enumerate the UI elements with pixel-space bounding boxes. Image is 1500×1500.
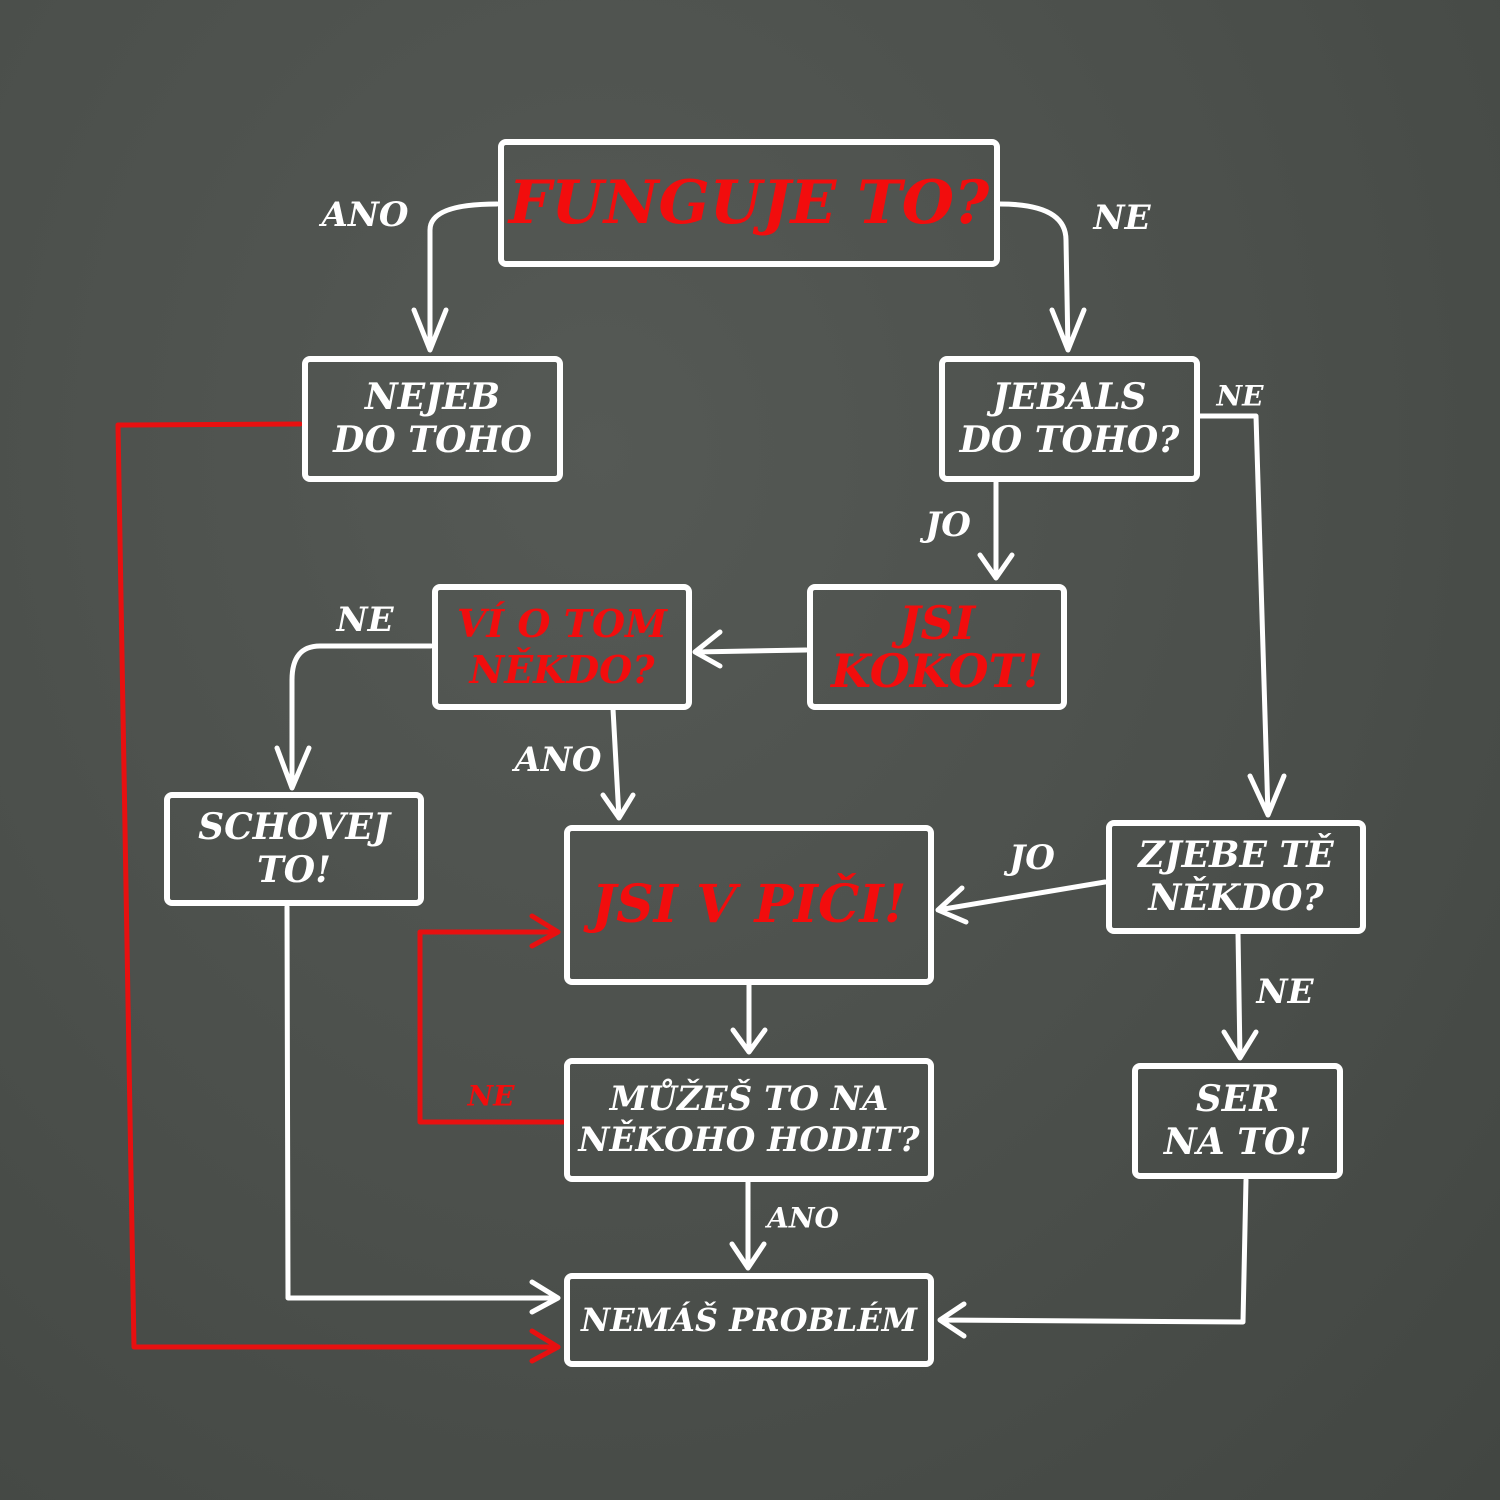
box-ser-na-to: SER NA TO!	[1132, 1063, 1343, 1179]
box-nejeb: NEJEB DO TOHO	[302, 356, 563, 482]
arrow-zjebe-ne	[1221, 930, 1259, 1061]
box-nemas-problem: NEMÁŠ PROBLÉM	[564, 1273, 934, 1367]
arrow-vi-ano	[600, 706, 636, 821]
label-vi-ne: NE	[336, 600, 394, 640]
label-zjebe-jo: JO	[1009, 838, 1055, 878]
label-muzes-ano: ANO	[767, 1201, 839, 1235]
box-zjebe: ZJEBE TĚ NĚKDO?	[1106, 820, 1366, 934]
arrow-kokot-vi	[692, 629, 809, 669]
arrow-zjebe-jo	[935, 879, 1108, 925]
label-zjebe-ne: NE	[1256, 972, 1314, 1012]
label-start-ne: NE	[1093, 198, 1151, 238]
arrow-jebals-ne	[1197, 413, 1287, 818]
box-jsi-kokot: JSI KOKOT!	[807, 584, 1067, 710]
label-start-ano: ANO	[321, 195, 409, 235]
arrow-pici-muzes	[730, 982, 768, 1055]
arrow-start-ne	[997, 201, 1087, 353]
arrow-jebals-jo	[977, 479, 1015, 581]
arrow-schovej-nemas	[284, 904, 561, 1315]
box-schovej: SCHOVEJ TO!	[164, 792, 424, 906]
arrow-muzes-ano	[729, 1178, 767, 1271]
arrow-vi-ne	[274, 643, 434, 791]
arrow-nejeb-nemas	[115, 421, 561, 1364]
arrow-ser-nemas	[937, 1177, 1249, 1339]
arrow-muzes-ne	[417, 913, 566, 1125]
label-jebals-ne: NE	[1216, 379, 1264, 413]
arrow-start-ano	[411, 201, 500, 353]
label-muzes-ne: NE	[467, 1079, 515, 1113]
label-jebals-jo: JO	[925, 505, 971, 545]
box-jebals: JEBALS DO TOHO?	[939, 356, 1200, 482]
label-vi-ano: ANO	[514, 740, 602, 780]
box-vi-o-tom: VÍ O TOM NĚKDO?	[432, 584, 692, 710]
box-funguje-to: FUNGUJE TO?	[498, 139, 1000, 267]
box-muzes: MŮŽEŠ TO NA NĚKOHO HODIT?	[564, 1058, 934, 1182]
box-jsi-v-pici: JSI V PIČI!	[564, 825, 934, 985]
